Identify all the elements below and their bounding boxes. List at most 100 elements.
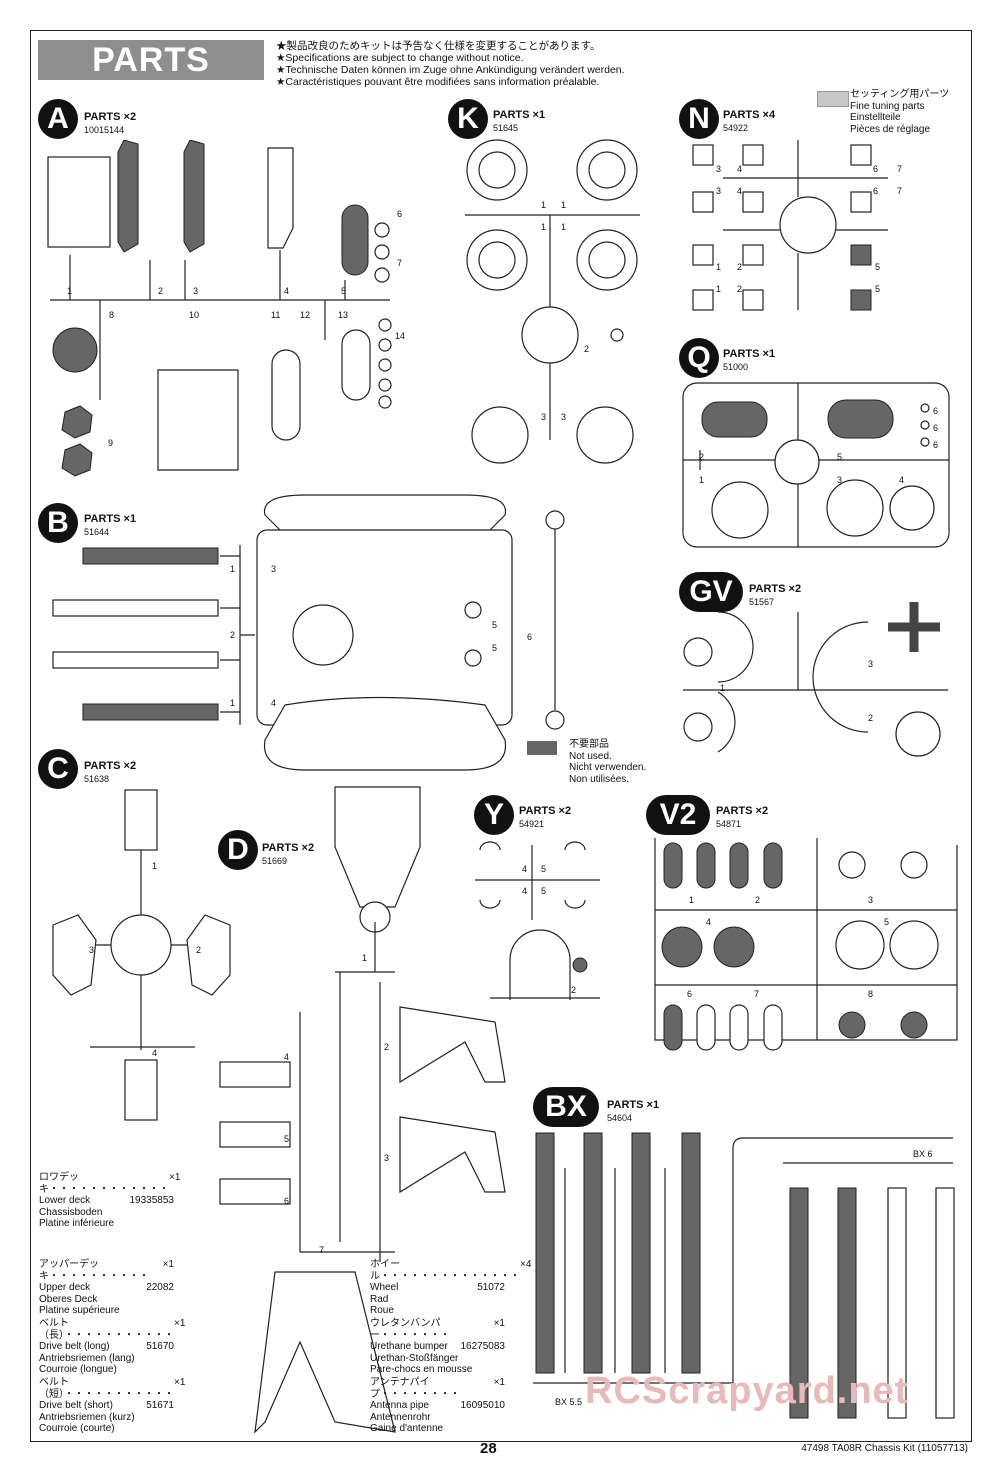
desc-5-en: Urethane bumper — [370, 1341, 448, 1352]
c-block-4 — [124, 1059, 158, 1121]
q-gate-3: 3 — [837, 475, 843, 485]
gv-gear-2 — [895, 711, 941, 757]
a-gate-3: 3 — [193, 286, 199, 296]
a-ring-6 — [374, 222, 390, 238]
desc-5-qty: ×1 — [493, 1318, 505, 1329]
desc-2-en: Drive belt (long) — [39, 1341, 110, 1352]
desc-4-en: Wheel — [370, 1282, 399, 1293]
gv-gear-1b — [683, 712, 713, 742]
v2-gate-2: 2 — [755, 895, 761, 905]
a-hex-9a — [61, 405, 93, 439]
d-mount-6 — [219, 1178, 291, 1205]
n-gate-6a: 6 — [873, 164, 879, 174]
a-gate-12: 12 — [300, 310, 311, 320]
d-arm-2 — [399, 1006, 506, 1084]
a-gate-6: 6 — [397, 209, 403, 219]
tree-v2-badge: V2 — [646, 795, 710, 835]
q-arm-5 — [827, 399, 894, 439]
gv-gate-1: 1 — [720, 683, 726, 693]
d-arm-7 — [254, 1271, 396, 1434]
n-gate-1a: 1 — [716, 262, 722, 272]
page-number: 28 — [480, 1440, 497, 1457]
bx-post-5 — [789, 1187, 809, 1419]
tree-k-badge: K — [448, 99, 488, 139]
desc-4-fr: Roue — [370, 1305, 394, 1316]
q-disc-4 — [889, 485, 935, 531]
legend-fine-de: Einstellteile — [850, 112, 901, 123]
desc-6-de: Antennenrohr — [370, 1411, 431, 1423]
tree-d-label: PARTS — [262, 842, 299, 854]
gv-gate-2: 2 — [868, 713, 874, 723]
y-gate-4b: 4 — [522, 886, 528, 896]
tree-a-drawing — [47, 140, 392, 477]
fine-tuning-legend: セッティング用パーツ Fine tuning parts Einstelltei… — [850, 89, 949, 135]
d-arm-3 — [399, 1116, 506, 1194]
tree-a-label: PARTS — [84, 111, 121, 123]
desc-1-dots: ・・・・・・・・・・ — [49, 1270, 149, 1282]
b-gate-2: 2 — [230, 630, 236, 640]
not-used-swatch — [527, 741, 557, 755]
tree-n-code: 54922 — [723, 123, 749, 133]
tree-bx-label: PARTS — [607, 1099, 644, 1111]
b-gate-1a: 1 — [230, 564, 236, 574]
tree-k-qty: ×1 — [532, 109, 546, 121]
desc-drive-belt-short: ベルト（短）・・・・・・・・・・・×1 Drive belt (short)51… — [39, 1377, 185, 1435]
tree-q-qty: ×1 — [762, 348, 776, 360]
desc-6-en: Antenna pipe — [370, 1400, 429, 1411]
desc-0-jp: ロワデッキ — [39, 1172, 79, 1195]
a-sprue — [50, 250, 390, 400]
v2-gate-3: 3 — [868, 895, 874, 905]
not-used-legend: 不要部品 Not used. Nicht verwenden. Non util… — [569, 739, 646, 785]
note-fr: ★Caractéristiques pouvant être modifiées… — [276, 76, 600, 88]
tree-b-code: 51644 — [84, 527, 110, 537]
a-dark-link-2 — [183, 140, 205, 253]
tree-a-code: 10015144 — [84, 125, 125, 135]
k-gate-2: 2 — [584, 344, 590, 354]
a-pulley — [52, 327, 98, 373]
tree-c-qty: ×2 — [123, 760, 137, 772]
c-knuckle-2 — [186, 914, 231, 996]
y-gate-5b: 5 — [541, 886, 547, 896]
v2-part-5a — [835, 920, 885, 970]
n-hub — [779, 196, 837, 254]
a-gate-5: 5 — [341, 286, 347, 296]
desc-1-en: Upper deck — [39, 1282, 91, 1293]
b-rod-1a — [82, 547, 219, 565]
tree-d-code: 51669 — [262, 856, 288, 866]
d-mount-4 — [219, 1061, 291, 1088]
tree-y-label: PARTS — [519, 805, 556, 817]
tree-y-drawing — [475, 841, 600, 1000]
d-gate-1: 1 — [362, 953, 368, 963]
y-gate-5a: 5 — [541, 864, 547, 874]
n-gate-2b: 2 — [737, 284, 743, 294]
c-block-1 — [124, 789, 158, 851]
q-gate-6b: 6 — [933, 423, 939, 433]
desc-4-de: Rad — [370, 1293, 389, 1305]
desc-2-qty: ×1 — [174, 1318, 186, 1329]
legend-fine-en: Fine tuning parts — [850, 100, 925, 112]
desc-6-jp: アンテナパイプ — [370, 1377, 430, 1400]
q-arm-2 — [701, 401, 768, 438]
d-upper-arm — [334, 786, 421, 908]
b-lower-brace — [263, 696, 507, 771]
legend-unused-en: Not used. — [569, 750, 612, 762]
a-ring-7b — [374, 267, 390, 283]
q-disc-3 — [826, 479, 884, 537]
tree-y-code: 54921 — [519, 819, 545, 829]
k-ring-2 — [610, 328, 624, 342]
bx-post-1 — [535, 1132, 555, 1374]
desc-4-dots: ・・・・・・・・・・・・・・ — [380, 1270, 520, 1282]
tree-gv-code: 51567 — [749, 597, 775, 607]
tree-gv-drawing — [683, 602, 948, 757]
n-gate-4b: 4 — [737, 186, 743, 196]
b-rod-2b — [52, 651, 219, 669]
desc-2-jp: ベルト（長） — [39, 1318, 69, 1341]
desc-1-qty: ×1 — [162, 1259, 174, 1270]
